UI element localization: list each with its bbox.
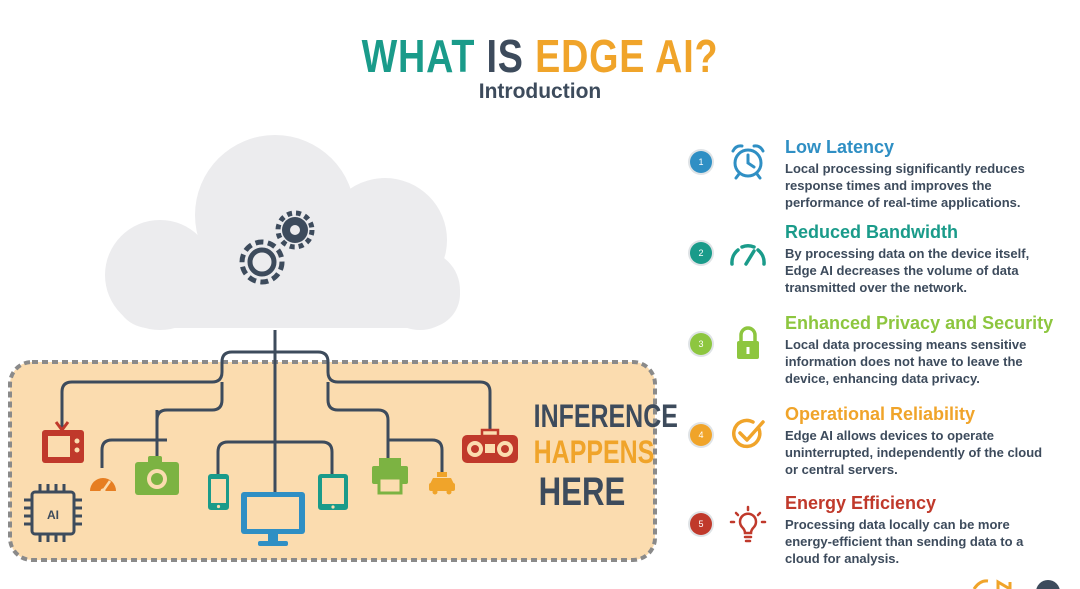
gauge-icon <box>90 478 116 494</box>
edge-ai-diagram: AI <box>8 135 657 562</box>
feature-title: Enhanced Privacy and Security <box>785 313 1054 333</box>
feature-description: Processing data locally can be more ener… <box>785 517 1024 566</box>
monitor-icon <box>241 492 305 546</box>
camera-icon <box>135 456 179 495</box>
feature-number: 5 <box>690 513 712 535</box>
page-subtitle: Introduction <box>478 80 602 103</box>
feature-title: Low Latency <box>785 137 895 157</box>
brand-logo-icon <box>972 579 1060 589</box>
tv-icon <box>42 421 84 463</box>
padlock-icon <box>737 326 759 359</box>
feature-title: Operational Reliability <box>785 404 976 424</box>
checkmark-circle-icon <box>732 418 765 449</box>
feature-description: Local data processing means sensitive in… <box>785 337 1027 386</box>
taxi-icon <box>429 472 455 495</box>
feature-number: 4 <box>690 424 712 446</box>
feature-description: By processing data on the device itself,… <box>785 246 1030 295</box>
cloud-icon <box>105 135 460 330</box>
alarm-clock-icon <box>731 144 765 180</box>
speedometer-icon <box>730 244 766 266</box>
small-gear-icon <box>275 210 315 250</box>
feature-number: 2 <box>690 242 712 264</box>
feature-number: 3 <box>690 333 712 355</box>
smartphone-icon <box>208 474 229 510</box>
lightbulb-icon <box>729 505 767 543</box>
gear-icon <box>239 239 285 285</box>
ai-chip-icon <box>24 484 82 542</box>
tablet-icon <box>318 474 348 510</box>
feature-number: 1 <box>690 151 712 173</box>
inference-label: INFERENCE HAPPENS HERE <box>533 398 678 514</box>
page-title: WHAT IS EDGE AI? <box>361 30 719 82</box>
feature-title: Reduced Bandwidth <box>785 222 959 242</box>
feature-description: Local processing significantly reduces r… <box>785 161 1025 210</box>
ai-chip-label: AI <box>47 508 59 522</box>
network-lines <box>60 330 492 492</box>
feature-title: Energy Efficiency <box>785 493 937 513</box>
feature-description: Edge AI allows devices to operate uninte… <box>785 428 1043 477</box>
printer-icon <box>372 458 408 495</box>
radio-icon <box>462 428 518 463</box>
